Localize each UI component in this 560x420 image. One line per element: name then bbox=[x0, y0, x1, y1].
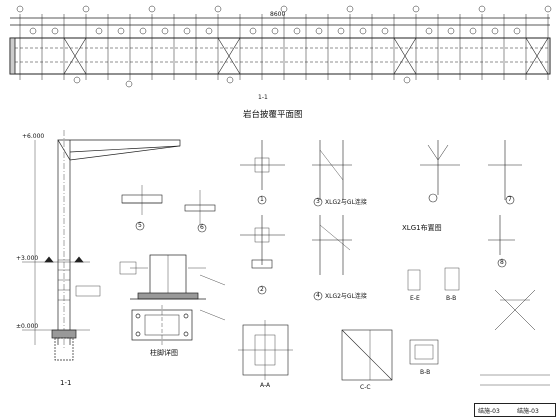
section-ee-label: E-E bbox=[410, 295, 420, 302]
foot-baseplate bbox=[137, 292, 199, 300]
drawing-number: 结施-03 bbox=[478, 408, 500, 415]
sheet-number: 结施-03 bbox=[517, 408, 539, 415]
plan-total-dim: 8600 bbox=[270, 11, 286, 18]
column-foot-label: 柱脚详图 bbox=[150, 349, 178, 357]
foot-plan bbox=[131, 309, 193, 341]
xlg1-layout-label: XLG1布置图 bbox=[402, 224, 442, 232]
section-bb-small-label: B-B bbox=[446, 295, 457, 302]
callout-2: 2 bbox=[260, 286, 264, 293]
elev-mid-label: +3.000 bbox=[16, 255, 39, 262]
plan-grid-lines bbox=[19, 14, 549, 80]
base-detail-callout bbox=[75, 285, 101, 297]
xlg2-connect-label-1: XLG2与GL连接 bbox=[325, 199, 367, 206]
section-bb-label: B-B bbox=[420, 369, 431, 376]
column-base bbox=[51, 329, 77, 339]
right-details bbox=[407, 140, 550, 386]
plan-section-mark: 1-1 bbox=[258, 94, 268, 101]
rafter-bottom bbox=[69, 145, 181, 153]
column-foot-detail bbox=[130, 254, 206, 345]
callout-6: 6 bbox=[200, 224, 204, 231]
callout-7: 7 bbox=[508, 196, 512, 203]
plan-grid-bubbles bbox=[16, 5, 552, 13]
title-block: 结施-03 结施-03 bbox=[474, 403, 556, 417]
plan-end-block bbox=[9, 37, 16, 75]
callout-8: 8 bbox=[500, 259, 504, 266]
plan-bracing-x bbox=[63, 37, 549, 75]
plan-callout-circles bbox=[29, 27, 521, 88]
callout-1: 1 bbox=[260, 196, 264, 203]
roof-rafter bbox=[57, 139, 181, 161]
center-details bbox=[238, 140, 439, 381]
callout-3: 3 bbox=[316, 198, 320, 205]
callout-5: 5 bbox=[138, 222, 142, 229]
mark-a-left bbox=[44, 256, 54, 263]
plan-title: 岩台披覆平面图 bbox=[243, 110, 303, 120]
elev-top-label: +6.000 bbox=[22, 133, 45, 140]
xlg2-connect-label-2: XLG2与GL连接 bbox=[325, 293, 367, 300]
callout-4: 4 bbox=[316, 292, 320, 299]
column-stiffeners bbox=[58, 259, 70, 301]
plan-outline bbox=[9, 37, 551, 75]
section-cc-detail bbox=[341, 329, 393, 381]
section-cc-label: C-C bbox=[360, 384, 371, 391]
small-details-left bbox=[119, 185, 226, 321]
mark-a-right bbox=[74, 256, 84, 263]
section-1-1 bbox=[22, 130, 181, 361]
section-1-1-label: 1-1 bbox=[60, 379, 72, 387]
section-aa-label: A-A bbox=[260, 382, 271, 389]
plan-view bbox=[9, 5, 552, 88]
foundation bbox=[54, 337, 74, 361]
elev-zero-label: ±0.000 bbox=[16, 323, 39, 330]
